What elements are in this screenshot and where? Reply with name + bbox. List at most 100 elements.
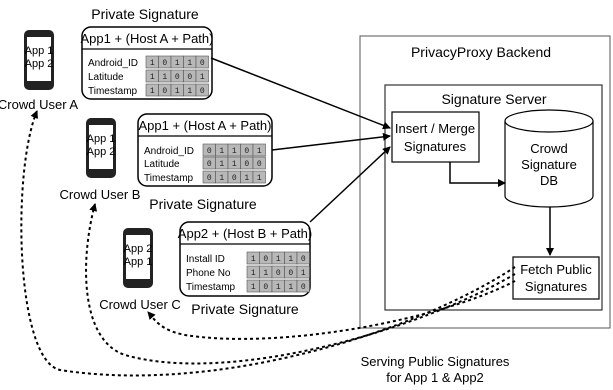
signature-header: App1 + (Host A + Path)	[81, 31, 214, 46]
bit-value: 1	[288, 255, 293, 264]
bit-cell	[195, 83, 209, 97]
bit-value: 1	[162, 73, 167, 82]
bit-value: 1	[232, 160, 237, 169]
fetch-label-1: Fetch Public	[520, 262, 592, 277]
bit-cell	[252, 170, 266, 184]
signature-server-title: Signature Server	[441, 91, 546, 107]
phone-screen	[27, 37, 51, 81]
insert-merge-label-1: Insert / Merge	[395, 121, 475, 136]
bit-value: 0	[257, 160, 262, 169]
backend-title: PrivacyProxy Backend	[411, 44, 551, 60]
bit-value: 1	[175, 59, 180, 68]
signature-field-name: Timestamp	[88, 86, 138, 97]
bit-value: 1	[263, 269, 268, 278]
phone-screen	[126, 235, 150, 279]
bit-value: 0	[301, 255, 306, 264]
bit-value: 1	[251, 255, 256, 264]
db-label-3: DB	[540, 173, 558, 188]
db-label-2: Signature	[521, 157, 577, 172]
bit-value: 1	[251, 269, 256, 278]
bit-value: 1	[187, 87, 192, 96]
insert-merge-label-2: Signatures	[404, 139, 467, 154]
bit-value: 0	[200, 59, 205, 68]
signature-field-name: Android_ID	[88, 58, 138, 69]
phone-app-label: App 1	[124, 256, 153, 268]
bit-value: 1	[257, 147, 262, 156]
bit-value: 0	[232, 174, 237, 183]
signature-field-name: Latitude	[144, 159, 180, 170]
phone-app-label: App 1	[25, 45, 54, 57]
bit-value: 1	[251, 283, 256, 292]
signature-header: App2 + (Host B + Path)	[178, 226, 312, 241]
signature-field-name: Latitude	[88, 72, 124, 83]
bit-value: 1	[301, 269, 306, 278]
bit-value: 0	[207, 160, 212, 169]
insert-merge-box	[391, 111, 480, 163]
bit-value: 0	[187, 73, 192, 82]
bit-value: 1	[219, 174, 224, 183]
bit-cell	[195, 69, 209, 83]
serving-label-1: Serving Public Signatures	[361, 354, 510, 369]
fetch-public-box	[512, 256, 600, 300]
serve-to-user-b	[85, 203, 516, 365]
signature-field-name: Phone No	[186, 268, 231, 279]
fetch-label-2: Signatures	[525, 279, 588, 294]
sig-b-arrow	[271, 132, 391, 151]
db-label-1: Crowd	[530, 141, 568, 156]
bit-value: 1	[175, 87, 180, 96]
bit-value: 1	[150, 87, 155, 96]
phone-app-label: App 2	[25, 58, 54, 70]
bit-value: 1	[276, 255, 281, 264]
bit-cell	[252, 156, 266, 170]
bit-cell	[296, 279, 310, 293]
bit-value: 0	[301, 283, 306, 292]
signature-field-name: Install ID	[186, 254, 225, 265]
signature-field-name: Timestamp	[186, 282, 236, 293]
bit-cell	[296, 251, 310, 265]
crowd-user-name: Crowd User B	[60, 187, 141, 202]
private-signature-2: Private Signature App2 + (Host B + Path) I…	[178, 221, 312, 317]
bit-value: 0	[200, 87, 205, 96]
bit-value: 0	[175, 73, 180, 82]
signature-field-name: Timestamp	[144, 173, 194, 184]
bit-value: 1	[232, 147, 237, 156]
bit-value: 0	[244, 147, 249, 156]
private-signature-1: Private Signature App1 + (Host A + Path) A…	[137, 113, 273, 212]
bit-value: 1	[187, 59, 192, 68]
insert-to-db-arrow	[449, 162, 506, 187]
crowd-user-name: Crowd User A	[0, 97, 78, 112]
bit-value: 1	[244, 174, 249, 183]
serving-label-2: for App 1 & App2	[386, 370, 484, 385]
signature-field-name: Android_ID	[144, 146, 194, 157]
bit-value: 0	[162, 87, 167, 96]
bit-value: 0	[263, 283, 268, 292]
bit-value: 1	[219, 147, 224, 156]
serving-dashed-arrows	[20, 110, 516, 377]
bit-cell	[195, 55, 209, 69]
signature-header: App1 + (Host A + Path)	[139, 118, 272, 133]
phone-screen	[89, 125, 113, 169]
bit-value: 1	[200, 73, 205, 82]
bit-value: 0	[162, 59, 167, 68]
bit-value: 0	[207, 147, 212, 156]
serve-to-user-a	[20, 110, 516, 377]
signature-caption: Private Signature	[191, 301, 299, 317]
bit-cell	[296, 265, 310, 279]
signature-caption: Private Signature	[91, 6, 199, 22]
bit-value: 0	[207, 174, 212, 183]
signature-caption: Private Signature	[149, 196, 257, 212]
bit-value: 1	[219, 160, 224, 169]
bit-value: 1	[288, 283, 293, 292]
phone-app-label: App 2	[87, 146, 116, 158]
bit-value: 0	[244, 160, 249, 169]
phone-app-label: App 1	[87, 133, 116, 145]
sig-a-arrow	[210, 57, 391, 130]
bit-value: 1	[150, 73, 155, 82]
bit-value: 0	[288, 269, 293, 278]
crowd-user-name: Crowd User C	[99, 297, 181, 312]
sig-c-arrow	[309, 146, 391, 223]
